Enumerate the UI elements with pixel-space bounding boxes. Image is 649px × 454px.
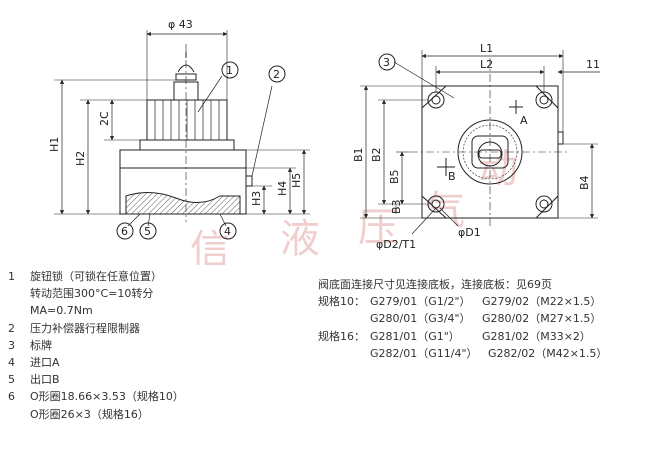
dim-b1: B1 [352, 147, 365, 162]
callout-2: 2 [273, 68, 280, 81]
part-number: 2 [8, 321, 15, 335]
dim-h5: H5 [290, 173, 303, 188]
subplate-spec: 阀底面连接尺寸见连接底板，连接底板：见69页 规格10： G279/01（G1/… [318, 276, 638, 362]
callout-4: 4 [224, 225, 231, 238]
dim-b5: B5 [388, 169, 401, 184]
dim-11: 11 [586, 58, 600, 71]
parts-list: 1 旋钮锁（可锁在任意位置） 转动范围300°C=10转分 MA=0.7Nm 2 压… [8, 268, 184, 423]
part-desc: 压力补偿器行程限制器 [30, 321, 140, 335]
port-b-label: B [448, 170, 456, 183]
spec16-plate-3: G282/01（G11/4"） [370, 346, 478, 360]
part-desc: 出口B [30, 373, 60, 387]
dim-b4: B4 [578, 175, 591, 190]
side-view [54, 30, 310, 240]
spec10-plate-2: G279/02（M22×1.5） [482, 295, 602, 309]
spec10-plate-4: G280/02（M27×1.5） [482, 312, 602, 326]
dim-h2: H2 [74, 151, 87, 166]
callout-5: 5 [144, 225, 151, 238]
watermark-char-3: 液 [280, 216, 320, 262]
part-number: 6 [8, 390, 15, 404]
callout-1: 1 [226, 64, 233, 77]
callout-3: 3 [383, 56, 390, 69]
part-3: 3 标牌 [8, 337, 184, 354]
dim-h4: H4 [276, 181, 289, 196]
part-number: 4 [8, 355, 15, 369]
watermark-char-2: 信 [190, 227, 230, 265]
spec16-plate-2: G281/02（M33×2） [482, 329, 591, 343]
callout-6: 6 [121, 225, 128, 238]
technical-drawing: 力 信 液 压 气 动 [48, 18, 600, 265]
top-view [360, 50, 600, 235]
dim-2c: 2C [98, 111, 111, 126]
dim-b2: B2 [370, 147, 383, 162]
dim-phi43: φ 43 [168, 18, 193, 31]
part-6-note: O形圈26×3（规格16） [30, 407, 149, 421]
part-number: 1 [8, 270, 15, 283]
watermark-char-1: 力 [108, 264, 148, 265]
part-1-note: MA=0.7Nm [30, 304, 93, 318]
part-1: 1 旋钮锁（可锁在任意位置） [8, 268, 184, 285]
dim-h3: H3 [250, 191, 263, 206]
dim-b3: B3 [390, 199, 403, 214]
part-number: 5 [8, 373, 15, 387]
dim-l2: L2 [480, 58, 493, 71]
part-number: 3 [8, 338, 15, 352]
spec16-plate-1: G281/01（G1"） [370, 329, 460, 343]
dim-phid1: φD1 [458, 226, 481, 239]
port-a-label: A [520, 114, 528, 127]
subplate-intro: 阀底面连接尺寸见连接底板，连接底板：见69页 [318, 278, 552, 291]
part-2: 2 压力补偿器行程限制器 [8, 320, 184, 337]
spec10-plate-1: G279/01（G1/2"） [370, 295, 471, 309]
part-desc: 进口A [30, 355, 60, 369]
part-6: 6 O形圈18.66×3.53（规格10） [8, 388, 184, 405]
spec10-label: 规格10： [318, 295, 365, 309]
spec10-plate-3: G280/01（G3/4"） [370, 312, 471, 326]
part-4: 4 进口A [8, 354, 184, 371]
part-1-note: 转动范围300°C=10转分 [30, 287, 154, 301]
spec16-plate-4: G282/02（M42×1.5） [488, 346, 608, 360]
part-5: 5 出口B [8, 371, 184, 388]
part-desc: O形圈18.66×3.53（规格10） [30, 390, 184, 404]
part-desc: 标牌 [30, 338, 52, 352]
part-desc: 旋钮锁（可锁在任意位置） [30, 270, 162, 283]
dim-l1: L1 [480, 42, 493, 55]
dim-h1: H1 [48, 137, 61, 152]
dim-phid2t1: φD2/T1 [376, 238, 416, 251]
spec16-label: 规格16： [318, 329, 365, 343]
